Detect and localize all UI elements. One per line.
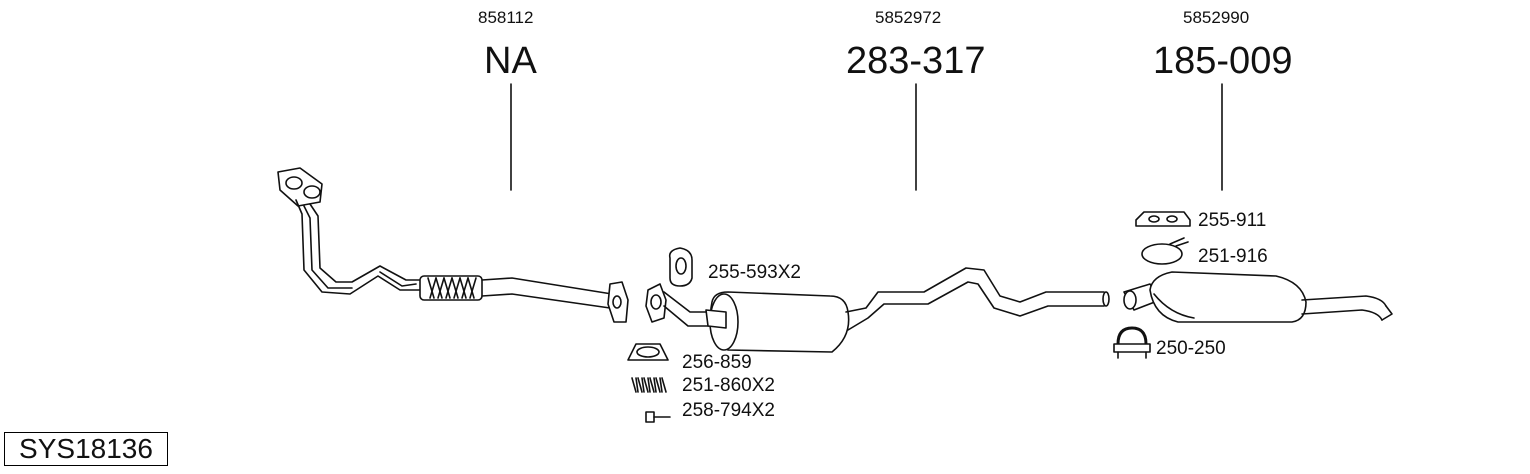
front-pipe-drawing — [277, 167, 629, 323]
part-number-middle-silencer: 283-317 — [846, 40, 986, 82]
accessory-label-gasket-ring: 256-859 — [682, 352, 752, 373]
part-number-rear-silencer: 185-009 — [1153, 40, 1293, 82]
gasket-ring-icon — [627, 343, 669, 361]
accessory-label-bolt: 258-794X2 — [682, 400, 775, 421]
accessory-label-clamp-band: 251-916 — [1198, 246, 1268, 267]
accessory-label-rubber-mount: 255-911 — [1198, 210, 1267, 231]
middle-silencer-drawing — [645, 267, 1110, 353]
bolt-icon — [645, 411, 671, 423]
rubber-mount-icon — [1135, 211, 1191, 227]
system-code-box: SYS18136 — [4, 432, 168, 466]
spring-icon — [631, 377, 667, 393]
rear-silencer-drawing — [1123, 271, 1393, 323]
part-number-front-pipe: NA — [484, 40, 537, 82]
rubber-hanger-icon — [668, 247, 693, 287]
oem-number-rear-silencer: 5852990 — [1183, 8, 1250, 27]
clamp-band-icon — [1141, 237, 1189, 265]
accessory-label-spring: 251-860X2 — [682, 375, 775, 396]
u-clamp-icon — [1113, 326, 1151, 359]
accessory-label-u-clamp: 250-250 — [1156, 338, 1226, 359]
oem-number-front-pipe: 858112 — [478, 8, 534, 27]
accessory-label-rubber-hanger: 255-593X2 — [708, 262, 801, 283]
oem-number-middle-silencer: 5852972 — [875, 8, 942, 27]
